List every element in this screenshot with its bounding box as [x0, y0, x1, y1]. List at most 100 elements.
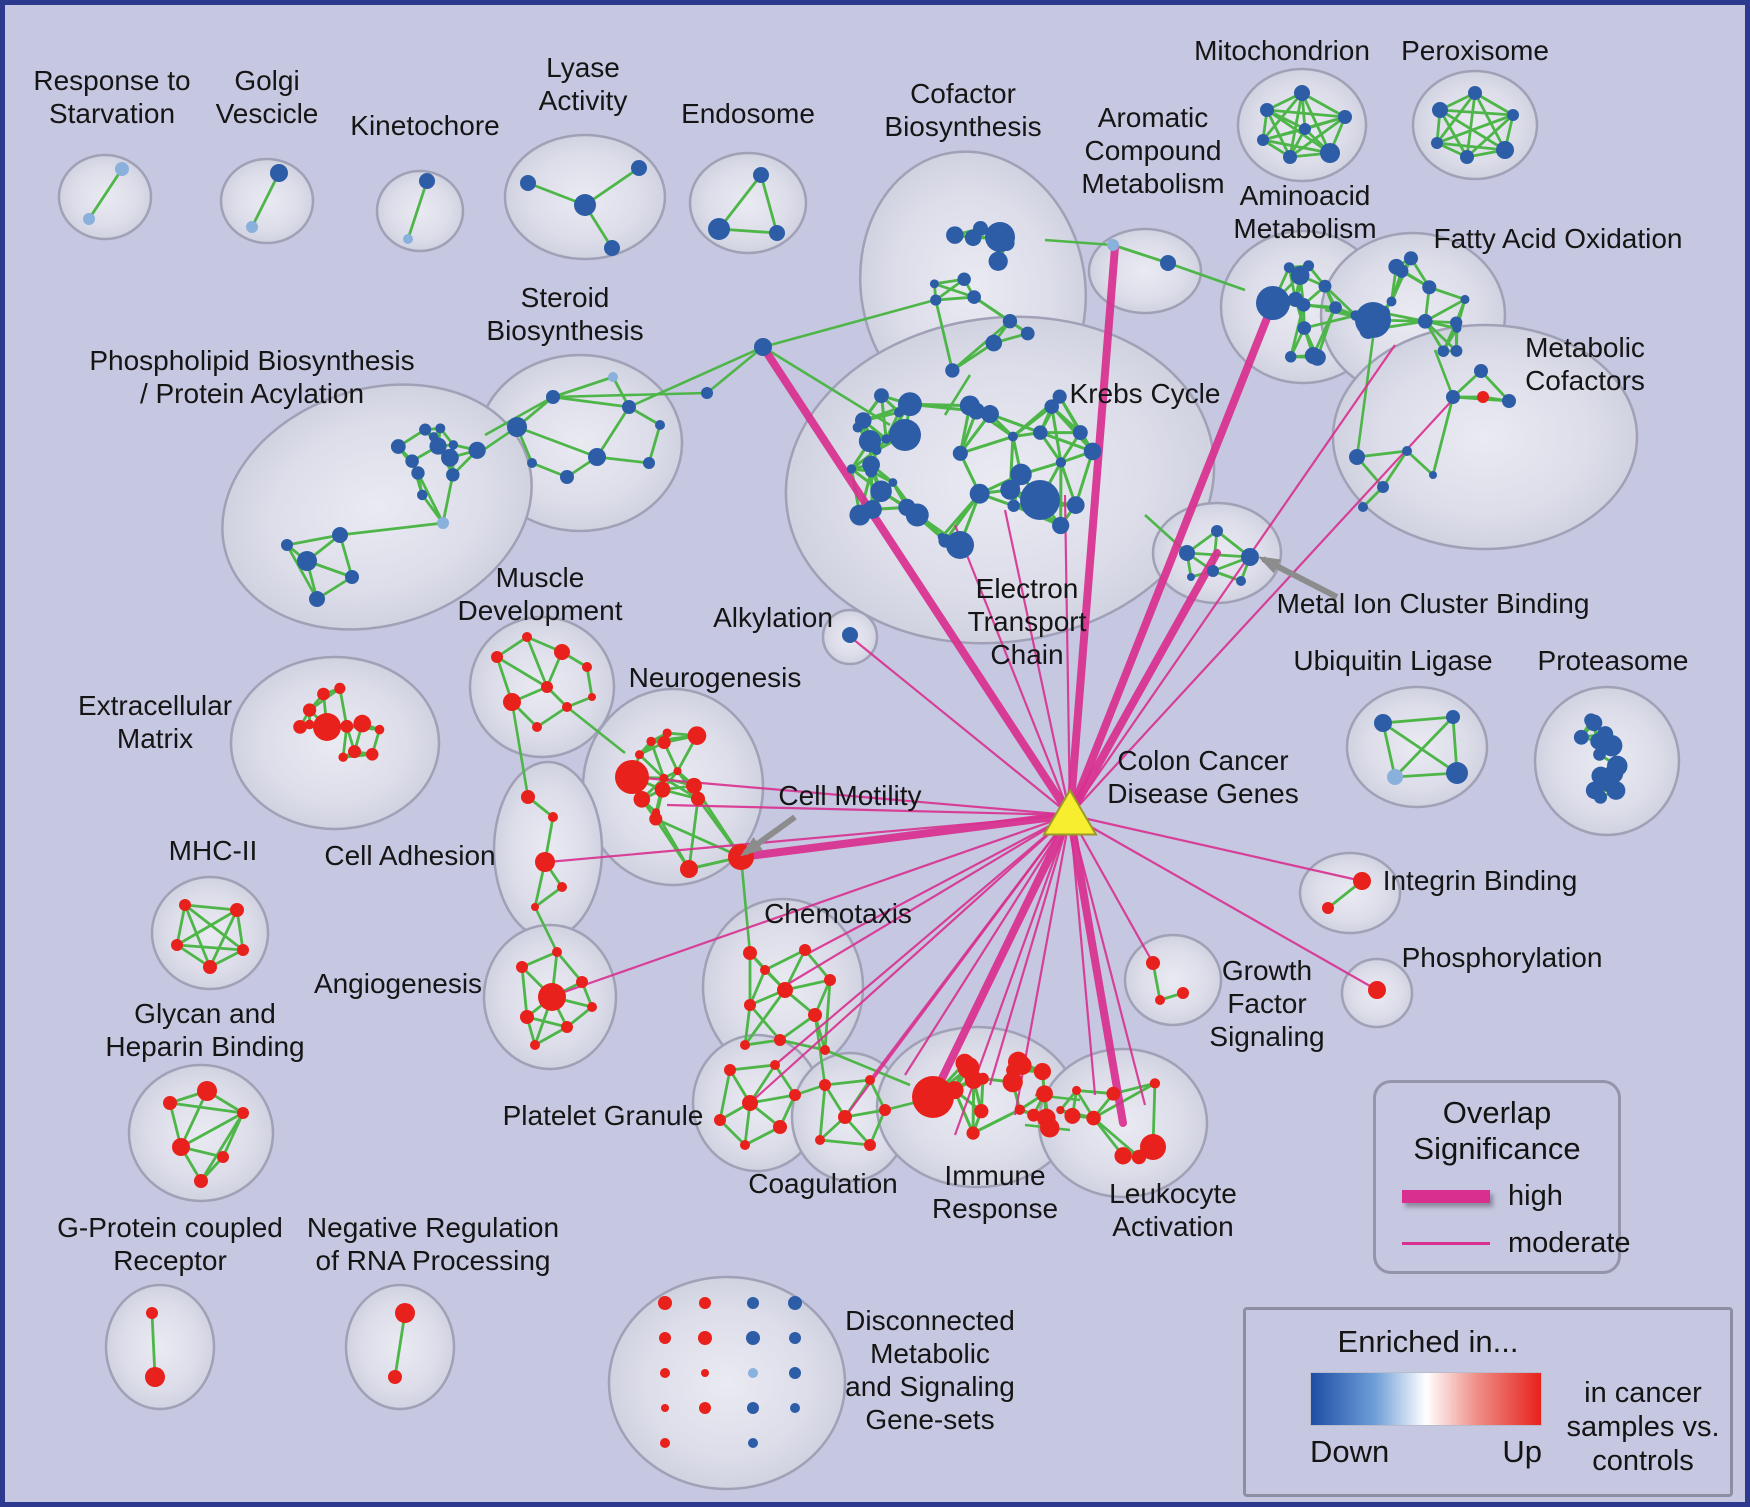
inter-cluster-edge — [762, 345, 891, 427]
gene-set-node-connector — [701, 387, 713, 399]
gene-set-edge — [525, 636, 549, 688]
gene-set-node-immune-response — [966, 1126, 980, 1140]
inter-cluster-edge — [484, 395, 554, 437]
label-chemotaxis: Chemotaxis — [764, 898, 912, 929]
gene-set-node-connector — [754, 338, 772, 356]
gene-set-node-metal-ion-cluster-binding — [1236, 576, 1246, 586]
gene-set-node-fatty-acid-oxidation — [1375, 305, 1391, 321]
gene-set-node-glycan-and-heparin-binding — [172, 1138, 190, 1156]
gene-set-node-steroid-biosynthesis — [560, 470, 574, 484]
gene-set-node-chemotaxis — [774, 1034, 786, 1046]
gene-set-node-cofactor-biosynthesis — [991, 234, 1000, 243]
gene-set-edge — [1431, 396, 1455, 476]
gene-set-node-cofactor-biosynthesis — [957, 272, 971, 286]
gene-set-node-phospholipid-biosynthesis-protein-acylation — [468, 441, 486, 459]
gene-set-node-glycan-and-heparin-binding — [194, 1174, 208, 1188]
gene-set-node-fatty-acid-oxidation — [1417, 313, 1433, 329]
gene-set-node-ubiquitin-ligase — [1387, 769, 1403, 785]
gene-set-node-krebs-cycle — [946, 531, 974, 559]
gene-set-node-phospholipid-biosynthesis-protein-acylation — [437, 517, 449, 529]
gene-set-node-immune-response — [1027, 1108, 1041, 1122]
gene-set-node-chemotaxis — [744, 999, 756, 1011]
gene-set-node-immune-response — [1006, 1063, 1020, 1077]
pointer-arrow-cell-motility-head — [740, 837, 763, 857]
gene-set-node-extracellular-matrix — [365, 748, 379, 761]
gene-set-node-muscle-development — [503, 693, 521, 711]
gene-set-node-cofactor-biosynthesis — [988, 251, 1008, 271]
gene-set-node-phospholipid-biosynthesis-protein-acylation — [297, 551, 317, 571]
gene-set-edge — [1316, 308, 1336, 358]
gene-set-edge — [176, 908, 238, 947]
gene-set-node-immune-response — [945, 1081, 964, 1100]
gene-set-node-kinetochore — [403, 234, 413, 244]
gene-set-node-peroxisome — [1431, 137, 1443, 149]
gene-set-edge — [285, 544, 319, 600]
gene-set-edge — [773, 1064, 797, 1096]
gene-set-edge — [638, 753, 665, 780]
gene-set-edge — [1393, 716, 1455, 778]
inter-cluster-edge — [1433, 349, 1455, 398]
gene-set-node-integrin-binding — [1322, 902, 1334, 914]
gene-set-node-metabolic-cofactors — [1402, 446, 1412, 456]
overlap-moderate-label: moderate — [1508, 1227, 1631, 1260]
overlap-high-line-swatch — [1402, 1190, 1490, 1204]
gene-set-edge — [655, 817, 742, 859]
inter-cluster-edge — [510, 701, 530, 798]
gene-set-node-aminoacid-metabolism — [1283, 262, 1295, 273]
gene-set-node-phospholipid-biosynthesis-protein-acylation — [429, 437, 447, 455]
gene-set-node-cell-adhesion — [535, 852, 555, 872]
layer-marks — [740, 556, 1339, 857]
gene-set-edge — [176, 943, 244, 952]
gene-set-edge — [647, 424, 662, 464]
overlap-edge-moderate — [1003, 509, 1072, 816]
label-krebs-cycle: Krebs Cycle — [1070, 378, 1221, 409]
overlap-edge-moderate — [904, 814, 1071, 1076]
label-cell-motility: Cell Motility — [778, 780, 921, 811]
gene-set-node-krebs-cycle — [1020, 480, 1060, 520]
gene-set-node-metabolic-cofactors — [1429, 471, 1437, 479]
gene-set-node-angiogenesis — [587, 1002, 597, 1012]
gene-set-node-endosome — [769, 225, 785, 241]
layer-bubbles — [57, 67, 1681, 1491]
gene-set-edge — [818, 1084, 827, 1141]
gene-set-node-coagulation — [879, 1104, 891, 1116]
gene-set-node-aminoacid-metabolism — [1285, 351, 1297, 363]
gene-set-node-mhc-ii — [237, 944, 249, 956]
gene-set-edge — [1435, 92, 1477, 144]
gene-set-edge — [1012, 405, 1053, 438]
gene-set-node-angiogenesis — [538, 983, 566, 1011]
gene-set-node-proteasome — [1585, 714, 1603, 732]
gene-set-node-phospholipid-biosynthesis-protein-acylation — [419, 423, 432, 436]
gene-set-node-platelet-granule — [742, 1095, 758, 1111]
gene-set-node-phospholipid-biosynthesis-protein-acylation — [390, 439, 406, 454]
enrichment-legend-body: Down Up in cancer samples vs. controls — [1246, 1372, 1730, 1479]
gene-set-node-disconnected-gene-sets — [748, 1368, 758, 1378]
overlap-edge-high — [1066, 299, 1277, 819]
gene-set-node-immune-response — [1043, 1120, 1052, 1129]
gene-set-edge — [1050, 405, 1094, 453]
gene-set-edge — [179, 1090, 209, 1148]
gene-set-node-neurogenesis — [615, 760, 649, 794]
gene-set-node-phospholipid-biosynthesis-protein-acylation — [448, 440, 459, 450]
gene-set-edge — [1466, 113, 1514, 159]
overlap-edge-moderate — [953, 524, 1072, 816]
gene-set-node-immune-response — [912, 1076, 954, 1118]
gene-set-node-phospholipid-biosynthesis-protein-acylation — [411, 466, 425, 480]
overlap-edge-moderate — [782, 814, 1071, 988]
gene-set-node-immune-response — [1036, 1085, 1053, 1103]
gene-set-node-coagulation — [865, 1075, 875, 1085]
gene-set-node-lyase-activity — [520, 175, 536, 191]
gene-set-node-neurogenesis — [686, 777, 702, 794]
gene-set-node-steroid-biosynthesis — [527, 458, 537, 468]
gene-set-node-krebs-cycle — [865, 465, 878, 478]
gene-set-node-coagulation — [819, 1079, 831, 1091]
gene-set-node-phospholipid-biosynthesis-protein-acylation — [309, 591, 325, 607]
gene-set-node-leukocyte-activation — [1149, 1078, 1161, 1089]
gene-set-node-phospholipid-biosynthesis-protein-acylation — [417, 489, 428, 501]
